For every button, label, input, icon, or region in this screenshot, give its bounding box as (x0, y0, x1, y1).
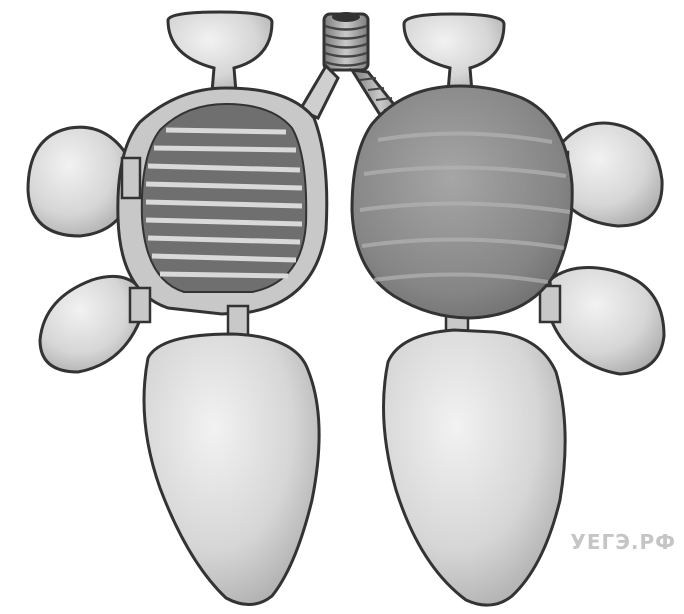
watermark: УЕГЭ.РФ (570, 530, 676, 554)
right-air-sac-system (352, 14, 664, 605)
left-air-sac-system (28, 12, 327, 605)
